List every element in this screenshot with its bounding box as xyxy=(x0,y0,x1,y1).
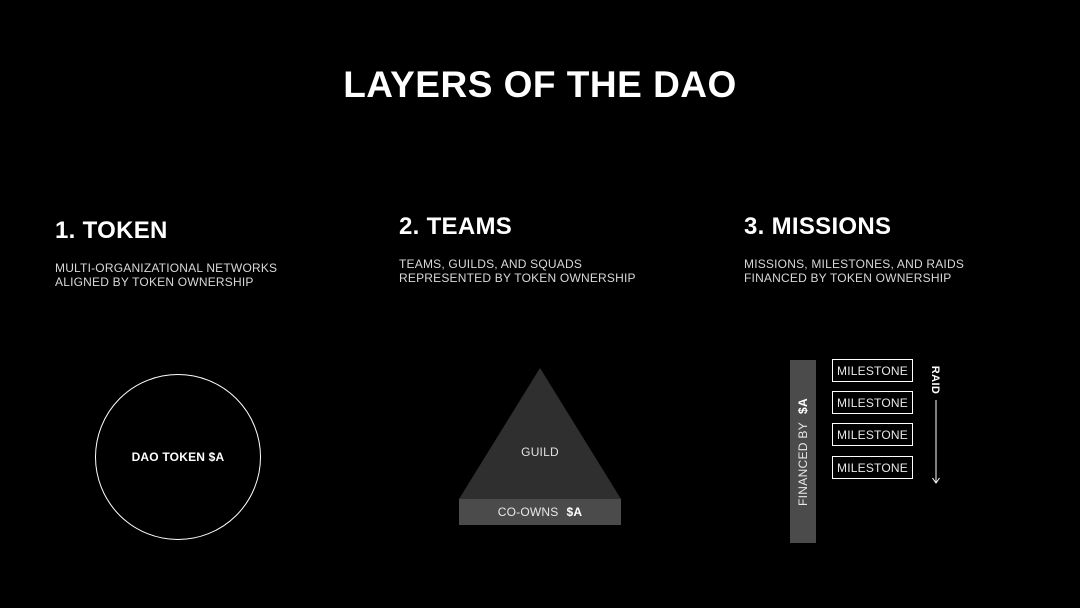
raid-down-arrow-icon xyxy=(932,400,940,484)
teams-column: 2. TEAMS TEAMS, GUILDS, AND SQUADS REPRE… xyxy=(399,213,719,285)
guild-triangle xyxy=(459,368,621,499)
teams-desc-line-2: REPRESENTED BY TOKEN OWNERSHIP xyxy=(399,271,636,285)
dao-token-circle: DAO TOKEN $A xyxy=(95,374,261,540)
missions-desc-line-2: FINANCED BY TOKEN OWNERSHIP xyxy=(744,271,952,285)
guild-label: GUILD xyxy=(521,445,559,459)
guild-triangle-shape xyxy=(459,368,621,499)
financed-by-text: FINANCED BY xyxy=(796,421,810,506)
missions-desc-line-1: MISSIONS, MILESTONES, AND RAIDS xyxy=(744,257,965,271)
token-column: 1. TOKEN MULTI-ORGANIZATIONAL NETWORKS A… xyxy=(55,217,375,289)
co-owns-bar: CO-OWNS $A xyxy=(459,499,621,525)
missions-heading: 3. MISSIONS xyxy=(744,213,892,240)
milestone-box-2: MILESTONE xyxy=(832,391,913,414)
teams-heading: 2. TEAMS xyxy=(399,213,513,240)
token-description: MULTI-ORGANIZATIONAL NETWORKS ALIGNED BY… xyxy=(55,261,375,289)
token-desc-line-2: ALIGNED BY TOKEN OWNERSHIP xyxy=(55,275,254,289)
co-owns-text: CO-OWNS xyxy=(497,505,559,519)
raid-label-container: RAID xyxy=(928,365,942,395)
co-owns-token: $A xyxy=(566,505,583,519)
missions-description: MISSIONS, MILESTONES, AND RAIDS FINANCED… xyxy=(744,257,1064,285)
milestone-box-3: MILESTONE xyxy=(832,423,913,446)
financed-by-bar: FINANCED BY $A xyxy=(790,360,816,543)
dao-token-label: DAO TOKEN $A xyxy=(131,450,225,464)
financed-by-token: $A xyxy=(796,397,810,414)
milestone-box-1: MILESTONE xyxy=(832,359,913,382)
missions-column: 3. MISSIONS MISSIONS, MILESTONES, AND RA… xyxy=(744,213,1064,285)
token-heading: 1. TOKEN xyxy=(55,217,168,244)
teams-description: TEAMS, GUILDS, AND SQUADS REPRESENTED BY… xyxy=(399,257,719,285)
teams-desc-line-1: TEAMS, GUILDS, AND SQUADS xyxy=(399,257,583,271)
milestone-box-4: MILESTONE xyxy=(832,456,913,479)
raid-label: RAID xyxy=(929,365,941,395)
slide-title: LAYERS OF THE DAO xyxy=(343,64,737,105)
token-desc-line-1: MULTI-ORGANIZATIONAL NETWORKS xyxy=(55,261,278,275)
financed-by-label: FINANCED BY $A xyxy=(796,398,810,506)
